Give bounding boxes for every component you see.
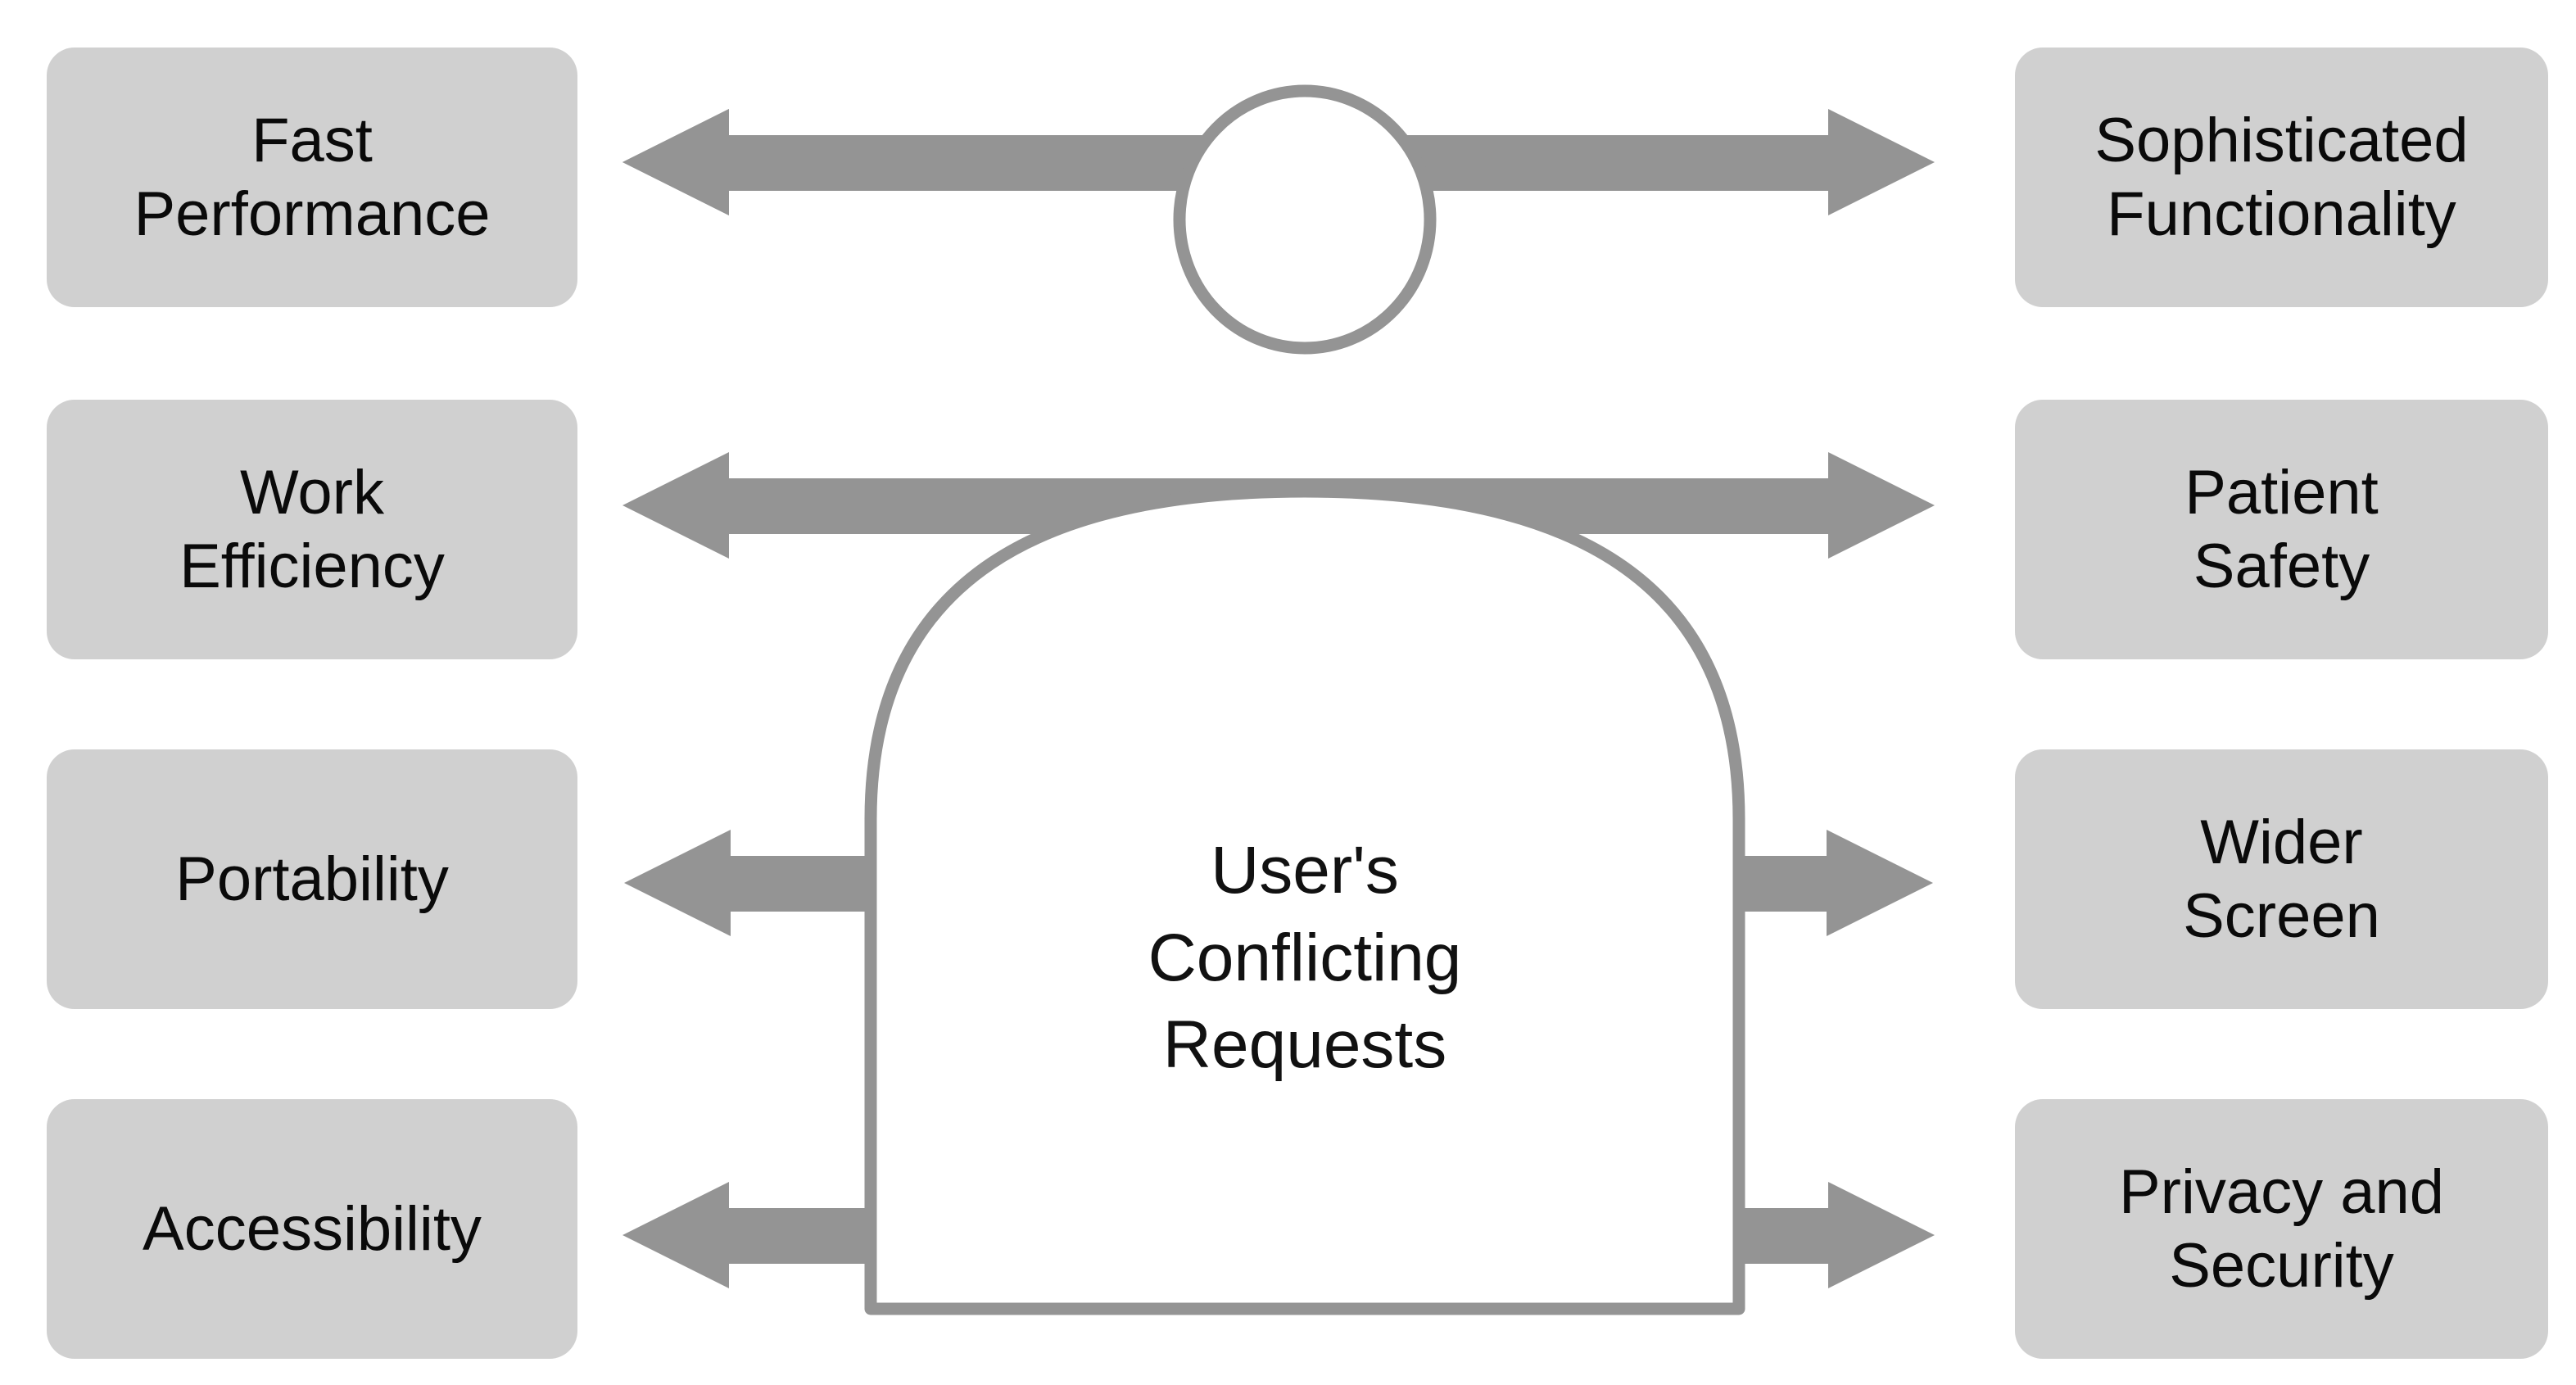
box-label-sophisticated-functionality: Sophisticated Functionality (2094, 105, 2469, 249)
arrow-left-row-1 (622, 109, 1305, 215)
person-head-outline (1173, 84, 1437, 355)
box-label-privacy-and-security: Privacy and Security (2118, 1156, 2445, 1301)
box-label-work-efficiency: Work Efficiency (179, 457, 445, 601)
box-patient-safety[interactable]: Patient Safety (2015, 400, 2548, 659)
box-fast-performance[interactable]: Fast Performance (47, 48, 577, 307)
box-label-patient-safety: Patient Safety (2184, 457, 2379, 601)
box-accessibility[interactable]: Accessibility (47, 1099, 577, 1359)
box-wider-screen[interactable]: Wider Screen (2015, 749, 2548, 1009)
box-label-fast-performance: Fast Performance (134, 105, 491, 249)
box-work-efficiency[interactable]: Work Efficiency (47, 400, 577, 659)
center-label: User's Conflicting Requests (1148, 833, 1462, 1083)
box-label-wider-screen: Wider Screen (2183, 807, 2380, 951)
box-portability[interactable]: Portability (47, 749, 577, 1009)
arrow-row-1 (622, 109, 1935, 215)
box-label-portability: Portability (175, 844, 449, 914)
box-privacy-and-security[interactable]: Privacy and Security (2015, 1099, 2548, 1359)
box-sophisticated-functionality[interactable]: Sophisticated Functionality (2015, 48, 2548, 307)
arrow-right-row-1 (1305, 109, 1935, 215)
box-label-accessibility: Accessibility (143, 1193, 482, 1264)
person-body-shape (864, 485, 1745, 1315)
